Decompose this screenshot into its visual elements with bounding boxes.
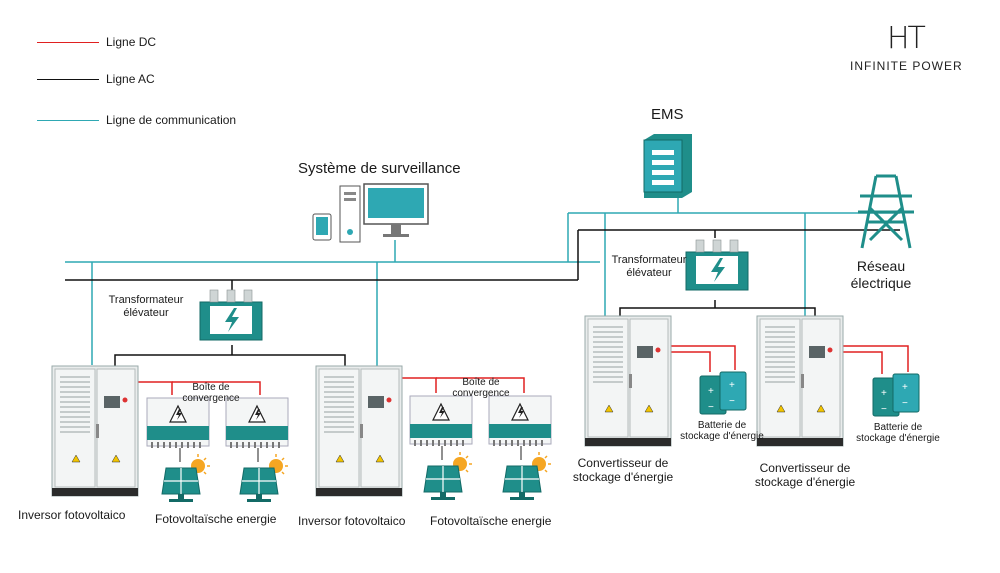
legend-ac-line	[37, 79, 99, 80]
storage-converter-1-line2: stockage d'énergie	[572, 470, 674, 484]
storage-converter-2-line1: Convertisseur de	[759, 461, 851, 475]
transformer-left-line2: élévateur	[123, 307, 169, 319]
legend-dc-line	[37, 42, 99, 43]
storage-converter-1-line1: Convertisseur de	[577, 456, 669, 470]
legend-comm-line	[37, 120, 99, 121]
ac-lines	[65, 229, 900, 366]
communication-lines	[65, 193, 900, 367]
dc-lines	[137, 345, 909, 395]
legend-comm-label: Ligne de communication	[106, 113, 237, 127]
transformer-left-label: Transformateur élévateur	[98, 294, 194, 320]
battery-2-line1: Batterie de	[873, 422, 923, 433]
legend-ac-label: Ligne AC	[106, 72, 155, 86]
transformer-left-icon	[199, 289, 263, 341]
combiner-box-2b	[488, 395, 552, 447]
combiner-box-1b	[225, 397, 289, 449]
battery-1-line2: stockage d'énergie	[680, 431, 764, 442]
transformer-right-icon	[685, 239, 749, 291]
pv-panel-1a	[161, 453, 211, 503]
storage-converter-2-label: Convertisseur de stockage d'énergie	[749, 461, 861, 489]
transformer-right-line1: Transformateur	[611, 254, 687, 266]
legend-dc-label: Ligne DC	[106, 35, 157, 49]
pv-inverter-1-cabinet	[51, 365, 139, 497]
combiner-box-1-label: Boîte de convergence	[176, 382, 246, 404]
combiner-box-2-line1: Boîte de	[462, 377, 500, 388]
combiner-box-1-line1: Boîte de	[192, 382, 230, 393]
battery-2-line2: stockage d'énergie	[856, 433, 940, 444]
combiner-box-2a	[409, 395, 473, 447]
pv-energy-2-label: Fotovoltaïsche energie	[430, 514, 552, 528]
pv-inverter-2-label: Inversor fotovoltaico	[298, 514, 406, 528]
storage-converter-1-cabinet	[584, 315, 672, 447]
battery-2-label: Batterie de stockage d'énergie	[848, 422, 948, 444]
grid-label-line1: Réseau	[856, 258, 906, 274]
pv-inverter-2-cabinet	[315, 365, 403, 497]
ems-icon	[643, 134, 692, 198]
grid-label-line2: électrique	[850, 275, 912, 291]
grid-tower-icon	[858, 174, 914, 249]
battery-1-line1: Batterie de	[697, 420, 747, 431]
grid-label: Réseau électrique	[836, 258, 926, 292]
combiner-box-2-label: Boîte de convergence	[446, 377, 516, 399]
battery-1-icon	[699, 371, 747, 415]
pv-panel-2a	[423, 451, 473, 501]
pv-energy-1-label: Fotovoltaïsche energie	[155, 512, 277, 526]
brand-logo: HT	[887, 21, 926, 56]
monitoring-label: Système de surveillance	[298, 160, 461, 177]
combiner-box-1-line2: convergence	[182, 393, 240, 404]
storage-converter-2-line2: stockage d'énergie	[754, 475, 856, 489]
battery-1-label: Batterie de stockage d'énergie	[672, 420, 772, 442]
pv-inverter-1-label: Inversor fotovoltaico	[18, 508, 126, 522]
battery-2-icon	[872, 373, 920, 417]
pv-panel-2b	[502, 451, 552, 501]
transformer-left-line1: Transformateur	[108, 294, 184, 306]
combiner-box-1a	[146, 397, 210, 449]
brand-tagline: INFINITE POWER	[850, 59, 963, 73]
transformer-right-label: Transformateur élévateur	[604, 254, 694, 280]
combiner-box-2-line2: convergence	[452, 388, 510, 399]
monitoring-system-icon	[312, 183, 429, 243]
storage-converter-1-label: Convertisseur de stockage d'énergie	[567, 456, 679, 484]
ems-label: EMS	[651, 106, 684, 123]
pv-panel-1b	[239, 453, 289, 503]
transformer-right-line2: élévateur	[626, 267, 672, 279]
